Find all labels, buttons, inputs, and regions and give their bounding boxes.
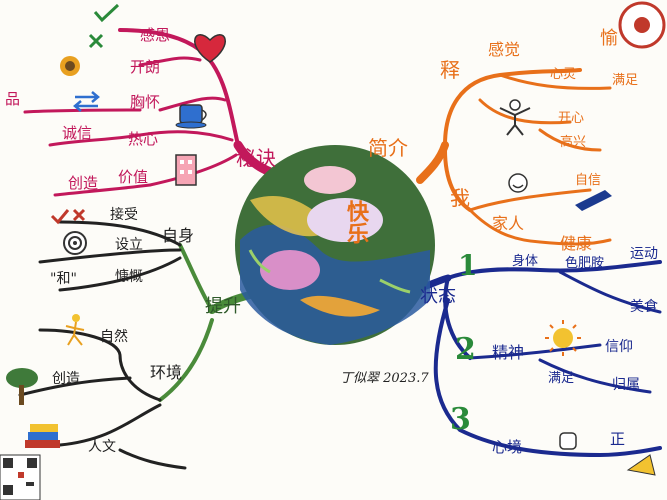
author-signature: 丁似翠 2023.7 [340, 371, 429, 386]
sub-label-explain: 释 [440, 58, 460, 82]
happy-figure-icon [499, 99, 531, 136]
item-joy: 愉 [600, 28, 618, 49]
item-humanities: 人文 [88, 439, 116, 455]
item-satisfied-intro: 满足 [612, 73, 639, 88]
item-faith: 信仰 [605, 339, 633, 355]
branch-improve [18, 220, 254, 470]
item-harmony: "和" [50, 271, 77, 287]
running-person-icon [65, 314, 85, 346]
arrow-up-icon [626, 454, 656, 476]
heart-icon [194, 34, 226, 63]
branch-label-improve: 提升 [205, 296, 241, 317]
branch-state [411, 260, 662, 458]
center-title: 快乐 [343, 200, 369, 244]
center-illustration [235, 145, 435, 345]
swap-arrows-icon [73, 91, 100, 112]
number-one: 1 [458, 249, 478, 282]
item-happy: 开心 [558, 111, 585, 126]
item-heart: 心灵 [550, 67, 577, 82]
ladder-icon [575, 190, 612, 211]
branch-intro [416, 68, 612, 246]
branch-label-secrets: 秘诀 [236, 146, 276, 170]
qr-code-icon [0, 454, 41, 500]
number-three: 3 [450, 402, 471, 437]
check-icon [50, 3, 120, 225]
item-environment: 环境 [150, 363, 183, 382]
item-satisfied-state: 满足 [548, 371, 575, 386]
item-confident: 自信 [575, 173, 602, 188]
building-icon [175, 154, 197, 186]
item-gratitude: 感恩 [140, 26, 171, 44]
branch-secrets [23, 28, 305, 197]
sub-label-me: 我 [450, 186, 470, 210]
item-warmhearted: 热心 [128, 130, 159, 148]
item-set-up: 设立 [115, 237, 143, 253]
item-glad: 高兴 [560, 135, 587, 150]
item-generous: 慷慨 [115, 269, 143, 285]
tree-icon [6, 368, 38, 405]
branch-label-state: 状态 [420, 286, 456, 307]
fist-icon [559, 432, 577, 450]
books-icon [25, 424, 60, 448]
item-self: 自身 [162, 226, 195, 245]
sun-icon [545, 320, 581, 356]
cross-icon [72, 33, 104, 222]
branch-label-intro: 简介 [368, 136, 408, 160]
item-cheerful: 开朗 [130, 58, 161, 76]
item-nature: 自然 [100, 329, 128, 345]
item-exercise: 运动 [630, 246, 658, 262]
sunflower-icon [60, 56, 80, 76]
target-icon [63, 231, 87, 255]
item-broadmind: 胸怀 [130, 93, 161, 111]
item-positive: 正 [610, 430, 626, 448]
number-two: 2 [455, 332, 476, 367]
smile-face-icon [508, 173, 528, 193]
item-accept: 接受 [110, 207, 138, 223]
sub-label-integrity: 诚信 [62, 124, 93, 142]
item-feeling: 感觉 [488, 40, 521, 59]
sub-label-create: 创造 [68, 174, 99, 192]
item-belonging: 归属 [612, 377, 640, 393]
coffee-cup-icon [175, 104, 207, 129]
item-body: 身体 [512, 254, 539, 269]
item-food: 美食 [630, 299, 658, 315]
item-value: 价值 [118, 168, 149, 186]
sub-label-character: 品 [5, 90, 21, 108]
logo-seal-icon [618, 1, 666, 49]
item-dopamine: 色肥胺 [565, 256, 605, 271]
item-mindset: 心境 [492, 438, 523, 456]
item-create-improve: 创造 [52, 371, 80, 387]
item-family: 家人 [492, 214, 525, 233]
item-health: 健康 [560, 234, 593, 253]
item-spirit: 精神 [492, 343, 525, 362]
